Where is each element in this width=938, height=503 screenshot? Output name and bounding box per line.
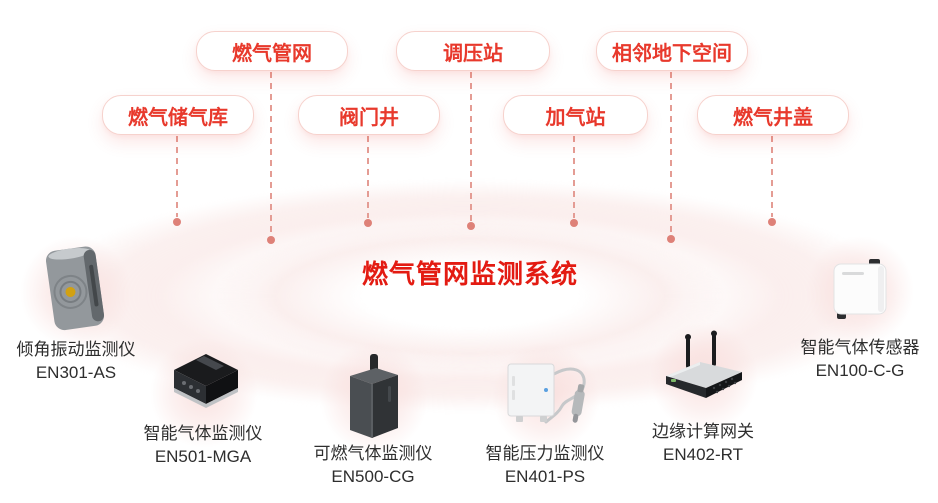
connector-dot (364, 219, 372, 227)
pill-gas-pipeline-network: 燃气管网 (196, 31, 348, 71)
connector-dot (570, 219, 578, 227)
connector-dot (267, 236, 275, 244)
device-name: 智能气体传感器 (800, 338, 920, 357)
device-model: EN402-RT (663, 445, 743, 464)
device-model: EN100-C-G (815, 361, 905, 380)
smart-gas-sensor-image (833, 259, 887, 319)
dashed-line (771, 136, 773, 217)
connector-dot (768, 218, 776, 226)
device-label-en500: 可燃气体监测仪 EN500-CG (288, 442, 458, 488)
edge-computing-gateway-image (666, 330, 742, 398)
smart-gas-monitor-image (174, 354, 238, 408)
device-label-en401: 智能压力监测仪 EN401-PS (460, 442, 630, 488)
pill-label: 调压站 (443, 42, 503, 65)
connector-dot (173, 218, 181, 226)
connector-gas-filling-station (570, 136, 578, 227)
device-name: 可燃气体监测仪 (313, 444, 433, 463)
pill-gas-filling-station: 加气站 (503, 95, 648, 135)
pill-label: 加气站 (545, 106, 606, 129)
dashed-line (176, 136, 178, 217)
pill-valve-well: 阀门井 (298, 95, 440, 135)
dashed-line (270, 72, 272, 235)
connector-valve-well (364, 136, 372, 227)
connector-dot (467, 222, 475, 230)
smart-pressure-monitor-image (507, 363, 586, 424)
connector-pressure-regulating-station (467, 72, 475, 230)
pill-label: 燃气储气库 (128, 106, 228, 129)
device-model: EN401-PS (504, 467, 586, 486)
dashed-line (573, 136, 575, 218)
pill-label: 燃气井盖 (733, 106, 813, 129)
device-name: 边缘计算网关 (652, 422, 754, 441)
connector-adjacent-underground-space (667, 72, 675, 243)
background-ellipse-inner (214, 221, 726, 371)
pill-gas-manhole-cover: 燃气井盖 (697, 95, 849, 135)
device-label-en501: 智能气体监测仪 EN501-MGA (118, 422, 288, 468)
dashed-line (367, 136, 369, 218)
pill-adjacent-underground-space: 相邻地下空间 (596, 31, 748, 71)
pill-label: 阀门井 (339, 106, 399, 129)
pill-gas-storage: 燃气储气库 (102, 95, 254, 135)
connector-gas-pipeline-network (267, 72, 275, 244)
device-model: EN301-AS (35, 363, 117, 382)
device-label-en402: 边缘计算网关 EN402-RT (618, 420, 788, 466)
pill-pressure-regulating-station: 调压站 (396, 31, 550, 71)
connector-dot (667, 235, 675, 243)
device-label-en100: 智能气体传感器 EN100-C-G (775, 336, 938, 382)
device-name: 倾角振动监测仪 (16, 340, 136, 359)
connector-gas-storage (173, 136, 181, 226)
dashed-line (670, 72, 672, 234)
pill-label: 燃气管网 (232, 42, 312, 65)
device-name: 智能气体监测仪 (143, 424, 263, 443)
tilt-vibration-monitor-image (45, 246, 105, 331)
combustible-gas-monitor-image (350, 354, 398, 438)
device-model: EN501-MGA (154, 447, 252, 466)
dashed-line (470, 72, 472, 221)
connector-gas-manhole-cover (768, 136, 776, 226)
device-name: 智能压力监测仪 (485, 444, 605, 463)
pill-label: 相邻地下空间 (612, 42, 732, 65)
diagram-title: 燃气管网监测系统 (361, 259, 578, 289)
device-label-en301: 倾角振动监测仪 EN301-AS (0, 338, 161, 384)
device-model: EN500-CG (331, 467, 415, 486)
